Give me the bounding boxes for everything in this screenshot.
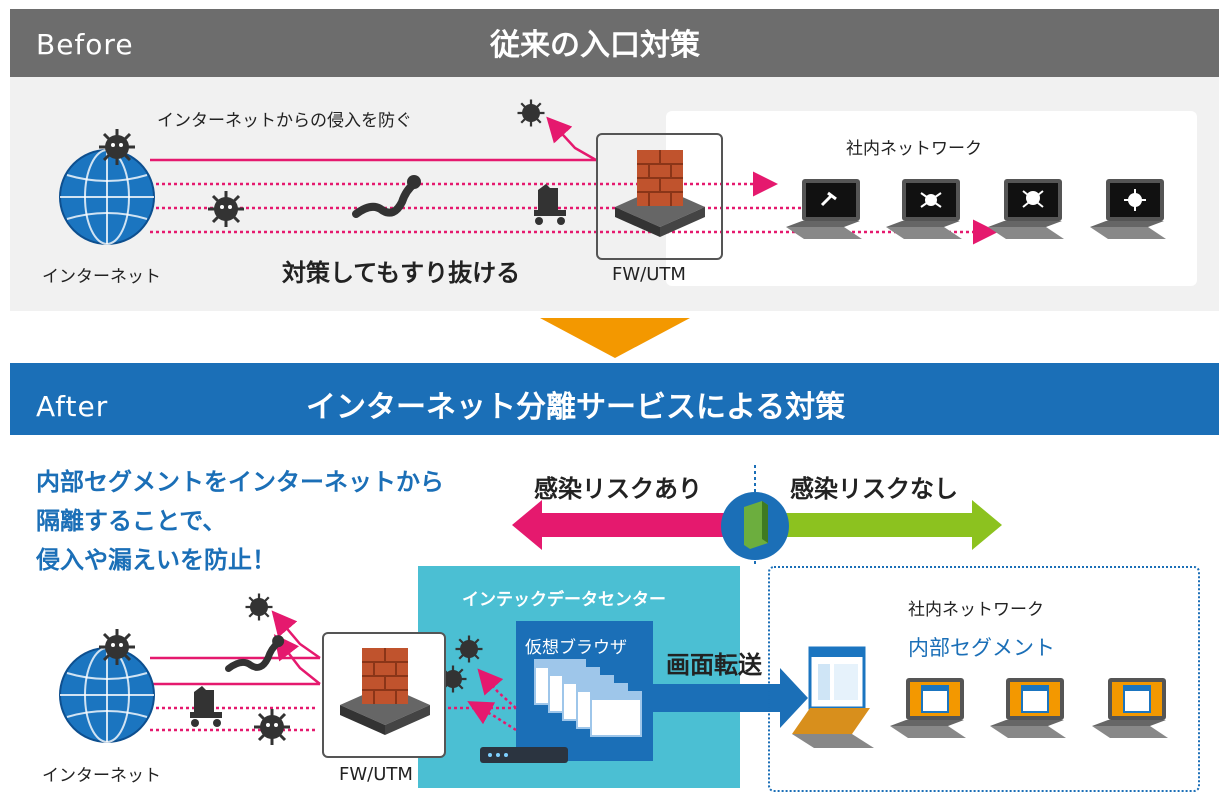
infected-laptop-icon: [988, 179, 1064, 239]
screen-transfer-label: 画面転送: [666, 651, 762, 679]
gateway-shield-icon: [721, 492, 789, 560]
worm-icon: [225, 635, 285, 672]
after-tag: After: [36, 390, 109, 423]
after-fw-label: FW/UTM: [339, 764, 413, 785]
virus-icon: [99, 129, 135, 165]
laptop-icon: [792, 646, 874, 748]
after-message-line: 隔離することで、: [36, 507, 227, 535]
before-internet-label: インターネット: [42, 267, 161, 287]
virus-icon: [208, 191, 244, 227]
virus-icon: [517, 99, 545, 127]
laptop-icon: [1092, 678, 1168, 738]
before-fw-label: FW/UTM: [612, 264, 686, 285]
infected-laptop-icon: [1090, 179, 1166, 239]
slip-through-text: 対策してもすり抜ける: [282, 259, 521, 287]
before-tag: Before: [36, 28, 134, 61]
transition-arrow-icon: [540, 318, 690, 358]
virus-icon: [99, 629, 135, 665]
virus-icon: [254, 709, 290, 745]
after-message-line: 侵入や漏えいを防止！: [36, 546, 276, 574]
after-network-box: [768, 566, 1200, 792]
before-network-label: 社内ネットワーク: [846, 139, 982, 159]
laptop-icon: [990, 678, 1066, 738]
after-title: インターネット分離サービスによる対策: [306, 390, 846, 425]
after-internet-label: インターネット: [42, 766, 161, 786]
risk-no-label: 感染リスクなし: [790, 475, 958, 503]
after-message-line: 内部セグメントをインターネットから: [36, 468, 444, 496]
before-header: [10, 9, 1219, 77]
infected-laptop-icon: [786, 179, 862, 239]
firewall-icon: [340, 648, 430, 735]
firewall-icon: [615, 150, 705, 237]
fw-utm-box: [596, 133, 723, 260]
trojan-horse-icon: [190, 686, 222, 727]
after-message: 内部セグメントをインターネットから 隔離することで、 侵入や漏えいを防止！: [36, 463, 444, 580]
virus-icon: [455, 635, 483, 663]
after-network-label: 社内ネットワーク: [908, 600, 1044, 620]
virus-icon: [245, 593, 273, 621]
segment-label: 内部セグメント: [908, 636, 1055, 660]
after-header: [10, 363, 1219, 435]
before-title: 従来の入口対策: [490, 28, 700, 63]
laptop-icon: [890, 678, 966, 738]
worm-icon: [352, 175, 421, 218]
trojan-horse-icon: [534, 184, 566, 225]
internet-globe-icon: [59, 647, 155, 743]
screen-transfer-arrow: [652, 668, 808, 728]
browser-windows-icon: [534, 659, 642, 737]
datacenter-label: インテックデータセンター: [462, 590, 666, 610]
internet-globe-icon: [59, 149, 155, 245]
server-appliance-icon: [480, 747, 568, 763]
infected-laptop-icon: [886, 179, 962, 239]
risk-yes-label: 感染リスクあり: [534, 475, 702, 503]
intrusion-note: インターネットからの侵入を防ぐ: [157, 111, 412, 131]
virtual-browser-label: 仮想ブラウザ: [525, 638, 627, 658]
